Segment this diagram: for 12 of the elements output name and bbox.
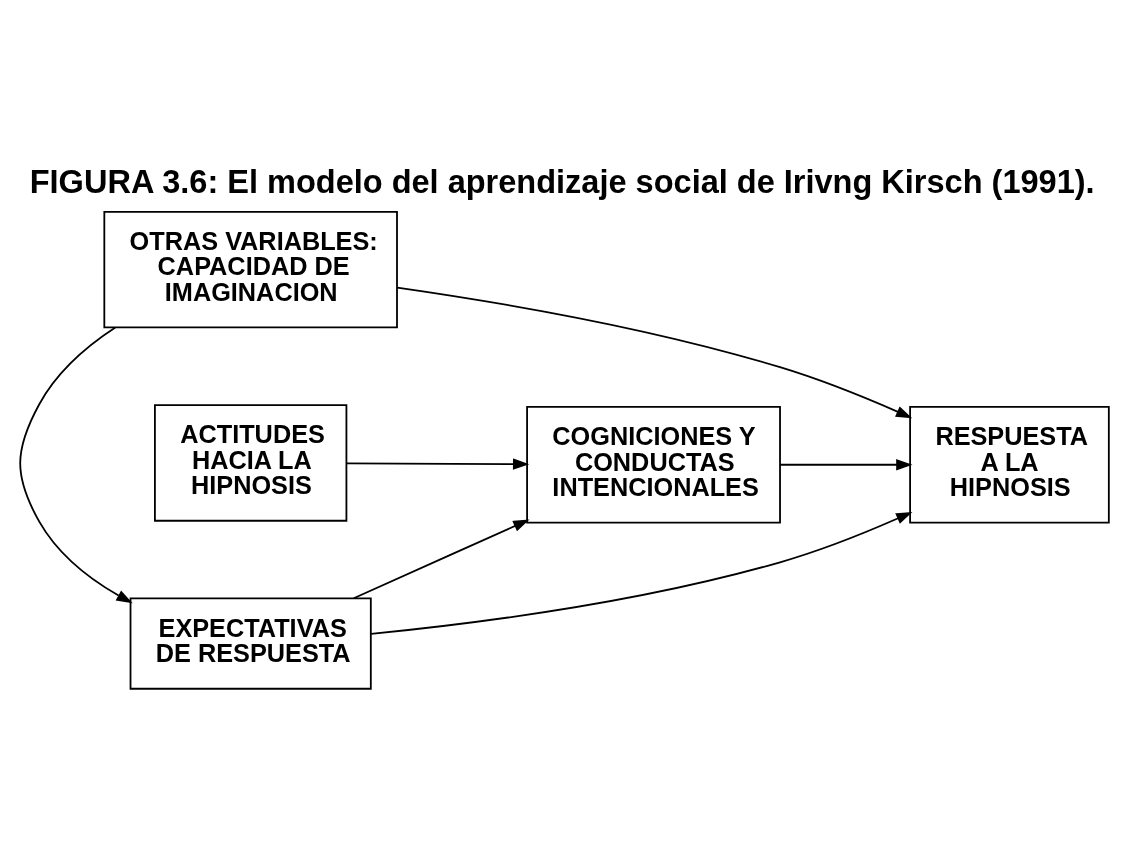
arrow	[779, 459, 913, 471]
arrow	[19, 326, 133, 604]
node-box: COGNICIONES Y CONDUCTAS INTENCIONALES	[526, 406, 781, 524]
arrow	[370, 511, 913, 635]
diagram-title: FIGURA 3.6: El modelo del aprendizaje social de Irivng Kirsch (1991).	[29, 163, 1095, 200]
node-box: EXPECTATIVAS DE RESPUESTA	[129, 597, 372, 690]
arrow	[352, 519, 530, 600]
arrow	[345, 458, 530, 470]
arrow	[396, 286, 913, 419]
node-box: OTRAS VARIABLES: CAPACIDAD DE IMAGINACION	[103, 210, 398, 329]
node-box: RESPUESTA A LA HIPNOSIS	[909, 406, 1110, 524]
node-box: ACTITUDES HACIA LA HIPNOSIS	[154, 404, 348, 522]
